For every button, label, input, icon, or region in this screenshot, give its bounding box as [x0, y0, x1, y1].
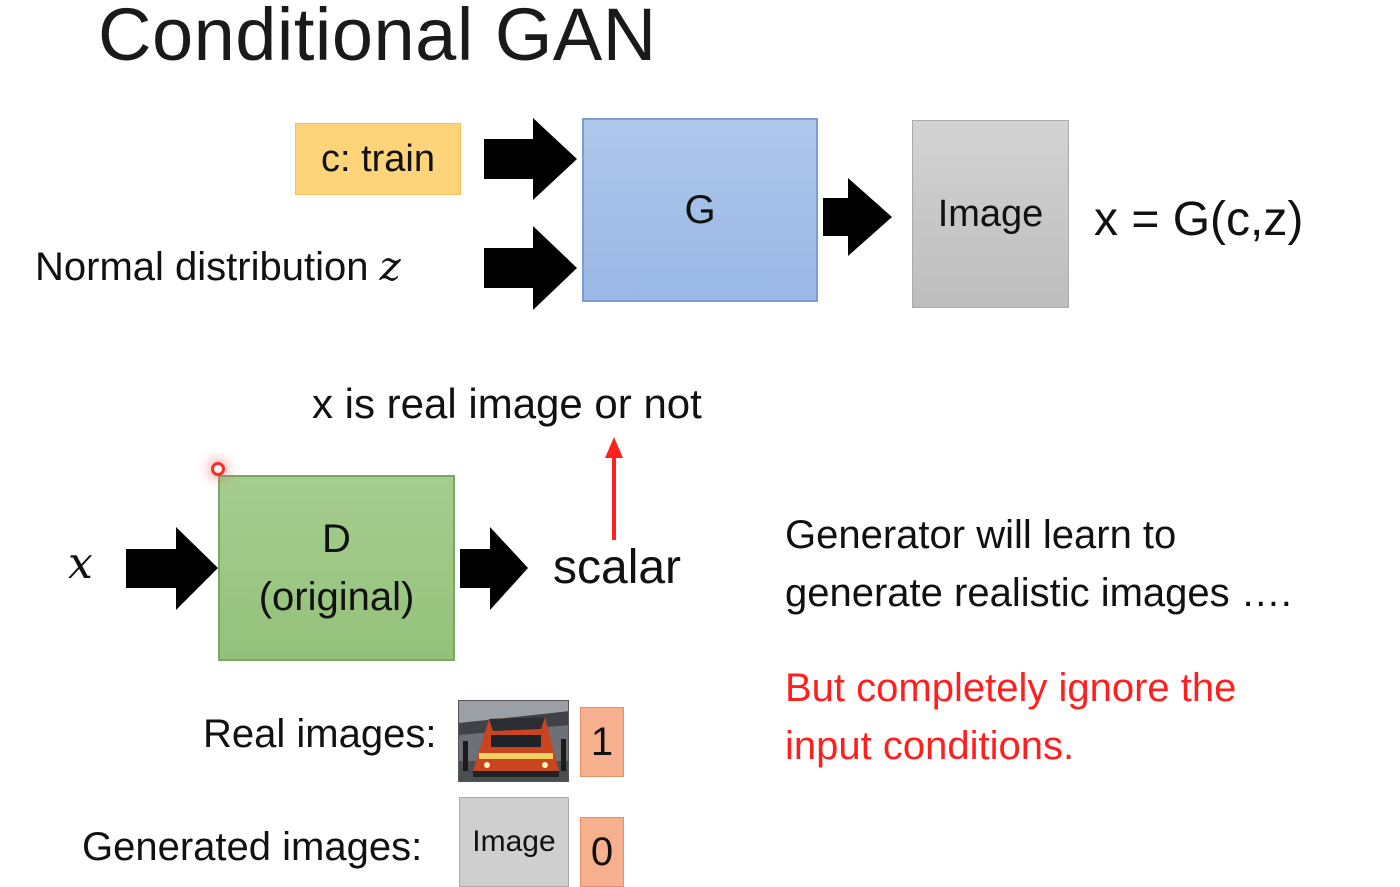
- discriminator-question: x is real image or not: [312, 380, 702, 427]
- discriminator-label: D: [322, 517, 351, 561]
- real-train-photo: [458, 700, 569, 782]
- question-arrow-head: [605, 437, 623, 458]
- generated-score: 0: [590, 829, 614, 874]
- condition-box: c: train: [295, 123, 461, 195]
- generator-note-line1: Generator will learn to: [785, 513, 1177, 557]
- noise-input-label: Normal distribution z: [35, 244, 401, 290]
- generator-formula: x = G(c,z): [1094, 193, 1304, 246]
- generator-note-line2: generate realistic images ….: [785, 571, 1292, 615]
- generator-note: Generator will learn to generate realist…: [785, 506, 1292, 622]
- noise-arrow: [484, 226, 577, 310]
- discriminator-sublabel: (original): [258, 575, 415, 619]
- condition-arrow: [484, 118, 577, 200]
- noise-label-text: Normal distribution: [35, 245, 369, 289]
- train-photo-illustration: [459, 701, 568, 781]
- generated-images-label: Generated images:: [82, 825, 423, 869]
- discriminator-input-arrow: [126, 527, 218, 610]
- warning-note-line1: But completely ignore the: [785, 666, 1237, 710]
- slide-title: Conditional GAN: [98, 0, 657, 76]
- condition-label: c: train: [320, 137, 436, 180]
- warning-note: But completely ignore the input conditio…: [785, 659, 1236, 775]
- real-images-label: Real images:: [203, 712, 437, 756]
- discriminator-output-arrow: [460, 527, 528, 610]
- real-score: 1: [590, 719, 614, 764]
- noise-variable: z: [379, 244, 401, 290]
- generated-image-thumbnail: Image: [459, 797, 569, 887]
- generated-image-box: Image: [912, 120, 1069, 308]
- generator-label: G: [684, 187, 716, 232]
- generated-thumbnail-label: Image: [472, 825, 556, 858]
- warning-note-line2: input conditions.: [785, 724, 1075, 768]
- laser-pointer-dot: [211, 462, 225, 476]
- generator-box: G: [582, 118, 818, 302]
- real-score-box: 1: [580, 707, 624, 777]
- discriminator-box: D (original): [218, 475, 455, 661]
- discriminator-output-label: scalar: [553, 541, 682, 594]
- discriminator-input-variable: x: [68, 538, 93, 589]
- generator-output-arrow: [823, 178, 892, 256]
- generated-image-label: Image: [937, 192, 1044, 235]
- generated-score-box: 0: [580, 817, 624, 887]
